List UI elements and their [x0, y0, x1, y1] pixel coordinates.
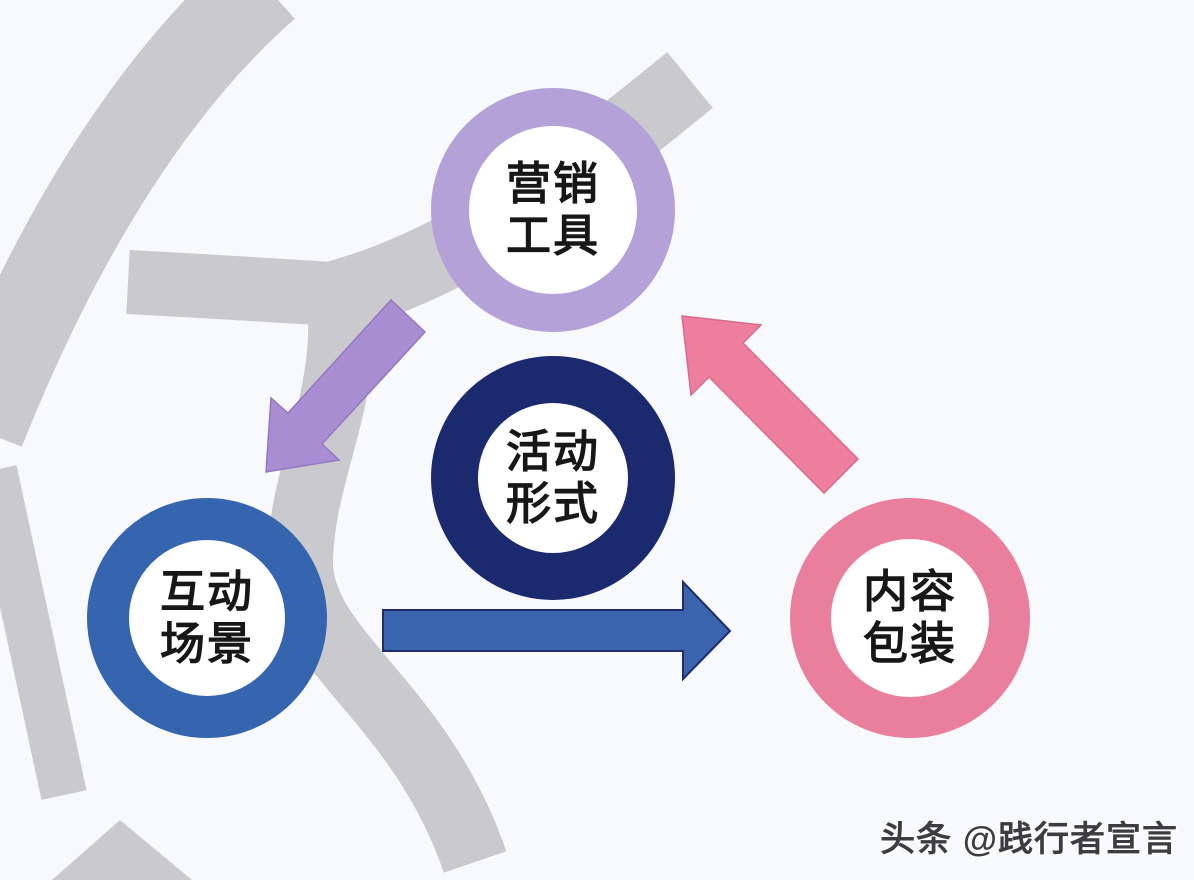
node-interactive-scenes: 互动 场景: [87, 498, 327, 738]
swoosh-left-strip: [0, 465, 87, 800]
node-label-line2: 形式: [505, 478, 600, 529]
node-activity-format: 活动 形式: [431, 356, 675, 600]
node-label-line2: 包装: [862, 618, 957, 669]
watermark-text: 头条 @践行者宣言: [880, 820, 1178, 859]
swoosh-top-left-arc: [0, 0, 295, 447]
blue-arrow: [382, 579, 732, 682]
purple-arrow: [265, 298, 427, 473]
node-marketing-tools: 营销 工具: [431, 88, 675, 332]
node-label-line2: 工具: [505, 210, 600, 261]
node-content-packaging: 内容 包装: [790, 498, 1030, 738]
swoosh-bottom-triangle: [52, 820, 192, 880]
node-label-line1: 活动: [505, 425, 600, 477]
swoosh-fork-stem: [126, 250, 351, 327]
pink-arrow: [681, 315, 860, 495]
node-label-line1: 营销: [505, 157, 600, 209]
node-label-line2: 场景: [159, 618, 254, 669]
node-label-line1: 内容: [862, 565, 957, 617]
node-label-line1: 互动: [159, 565, 254, 617]
